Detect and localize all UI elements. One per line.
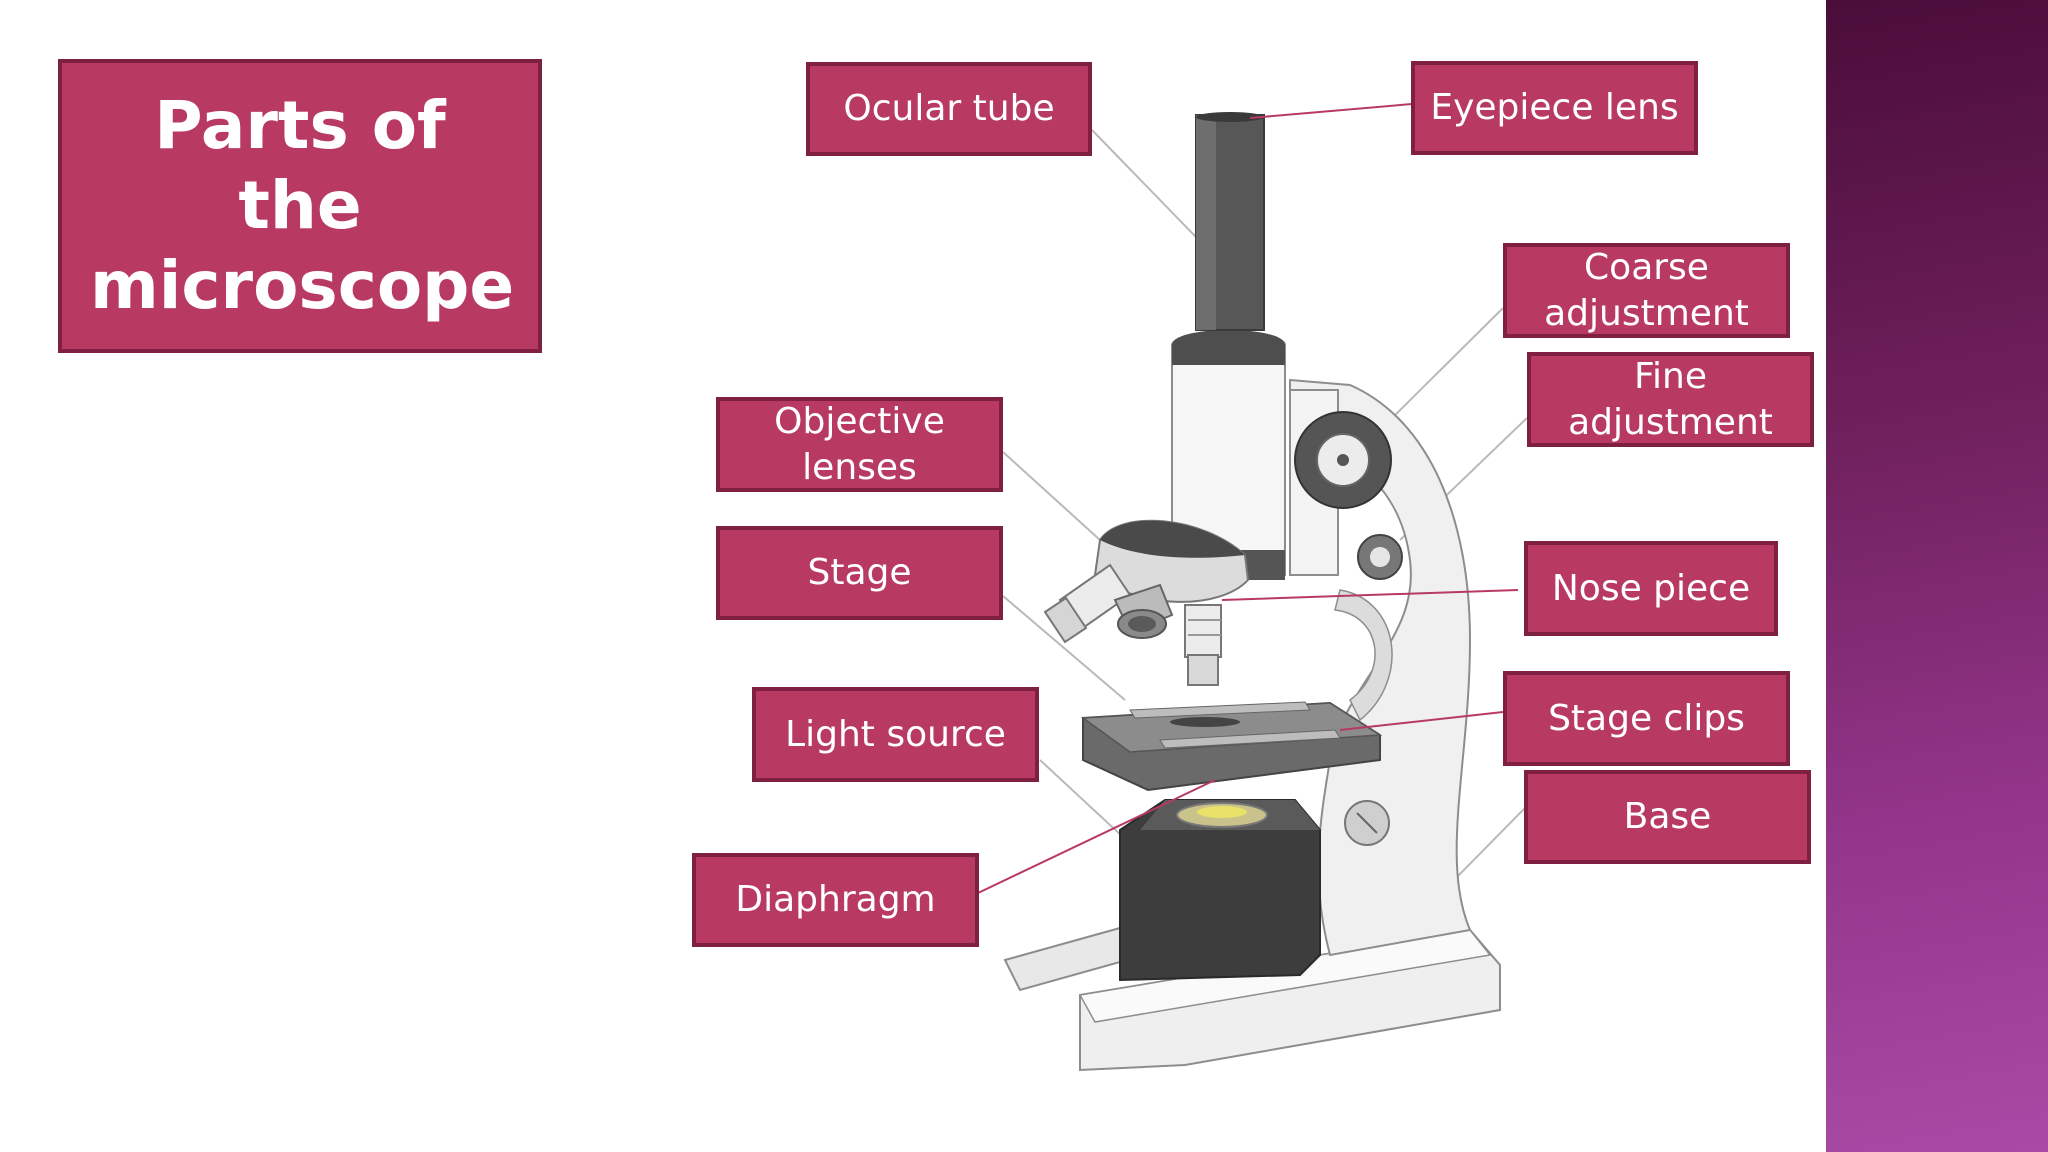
body-tube (1171, 330, 1286, 580)
nose-piece (1043, 519, 1250, 686)
label-objective-lenses-text: Objective lenses (774, 400, 945, 488)
label-fine-adjustment-text: Fine adjustment (1568, 355, 1773, 443)
label-ocular-tube: Ocular tube (806, 62, 1092, 156)
label-fine-adjustment: Fine adjustment (1527, 352, 1814, 447)
label-light-source-text: Light source (785, 713, 1006, 755)
label-stage-clips: Stage clips (1503, 671, 1790, 766)
adjustment-knobs (1289, 389, 1403, 846)
objective-lens-middle (1113, 583, 1174, 639)
title-box: Parts of the microscope (58, 59, 542, 353)
label-stage-text: Stage (807, 552, 912, 593)
decorative-side-band (1826, 0, 2048, 1152)
label-stage-clips-text: Stage clips (1548, 697, 1745, 739)
light-source-housing (1119, 799, 1321, 982)
ocular-tube (1195, 112, 1265, 331)
label-coarse-adjustment: Coarse adjustment (1503, 243, 1790, 338)
leader-line-nose-piece (1221, 589, 1519, 601)
label-base: Base (1524, 770, 1811, 864)
label-eyepiece-lens: Eyepiece lens (1411, 61, 1698, 155)
leader-line-diaphragm (977, 779, 1216, 894)
label-ocular-tube-text: Ocular tube (843, 88, 1055, 129)
label-coarse-adjustment-text: Coarse adjustment (1544, 246, 1749, 334)
label-objective-lenses: Objective lenses (716, 397, 1003, 492)
label-base-text: Base (1623, 796, 1712, 837)
label-diaphragm-text: Diaphragm (735, 879, 936, 920)
microscope-stage (1080, 701, 1383, 792)
leader-line-eyepiece-lens (1249, 103, 1413, 119)
leader-line-stage-clips (1339, 711, 1504, 731)
label-nose-piece: Nose piece (1524, 541, 1778, 636)
leader-line-stage (1002, 595, 1126, 701)
label-eyepiece-lens-text: Eyepiece lens (1430, 87, 1679, 128)
leader-line-objective-lenses (1002, 451, 1101, 541)
leader-line-coarse-adjustment (1379, 307, 1504, 431)
page-title: Parts of the microscope (90, 87, 515, 324)
label-light-source: Light source (752, 687, 1039, 782)
label-nose-piece-text: Nose piece (1551, 567, 1751, 609)
label-diaphragm: Diaphragm (692, 853, 979, 947)
objective-lens-right (1184, 604, 1222, 686)
label-stage: Stage (716, 526, 1003, 620)
accent-leader-lines (977, 103, 1519, 894)
